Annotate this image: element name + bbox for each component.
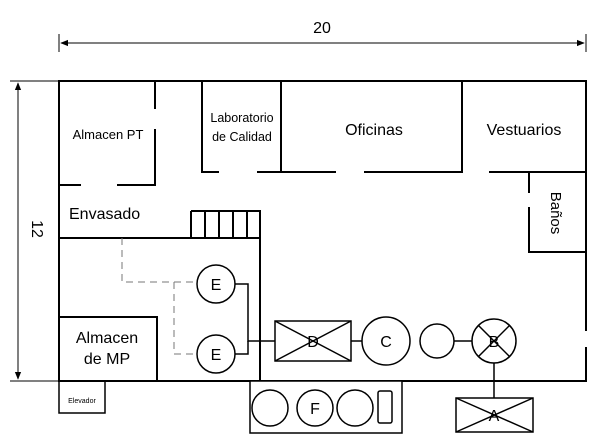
width-dimension-label: 20	[313, 20, 331, 37]
room-label-almacen-mp-2: de MP	[84, 351, 130, 368]
room-label-laboratorio: Laboratorio	[210, 111, 273, 125]
equipment-d	[274, 320, 352, 362]
equipment-e-bottom-label: E	[211, 347, 222, 364]
equipment-c-motor	[419, 323, 455, 359]
solid-pipes	[235, 283, 495, 398]
height-dimension-label: 12	[28, 220, 45, 238]
room-label-oficinas: Oficinas	[345, 122, 403, 139]
interior-walls	[58, 80, 587, 382]
equipment-c-label: C	[380, 334, 392, 351]
equipment-d-label: D	[307, 334, 319, 351]
equipment-f-label: F	[310, 401, 320, 418]
room-label-almacen-mp: Almacen	[76, 330, 138, 347]
equipment-a-label: A	[489, 408, 500, 425]
dashed-pipes	[121, 238, 196, 355]
room-label-laboratorio-2: de Calidad	[212, 130, 272, 144]
room-label-envasado: Envasado	[69, 206, 140, 223]
elevator-label: Elevador	[68, 398, 96, 405]
room-label-banos: Baños	[547, 192, 564, 235]
equipment-b	[471, 318, 517, 364]
stairs	[190, 210, 260, 238]
elevator	[58, 380, 106, 414]
equipment-f	[249, 380, 403, 434]
equipment-e-top-label: E	[211, 277, 222, 294]
width-dimension	[58, 34, 587, 52]
height-dimension	[10, 80, 58, 382]
room-label-vestuarios: Vestuarios	[487, 122, 562, 139]
room-label-almacen-pt: Almacen PT	[73, 127, 144, 142]
equipment-c	[361, 316, 411, 366]
equipment-a	[455, 397, 534, 433]
equipment-b-label: B	[489, 334, 500, 351]
